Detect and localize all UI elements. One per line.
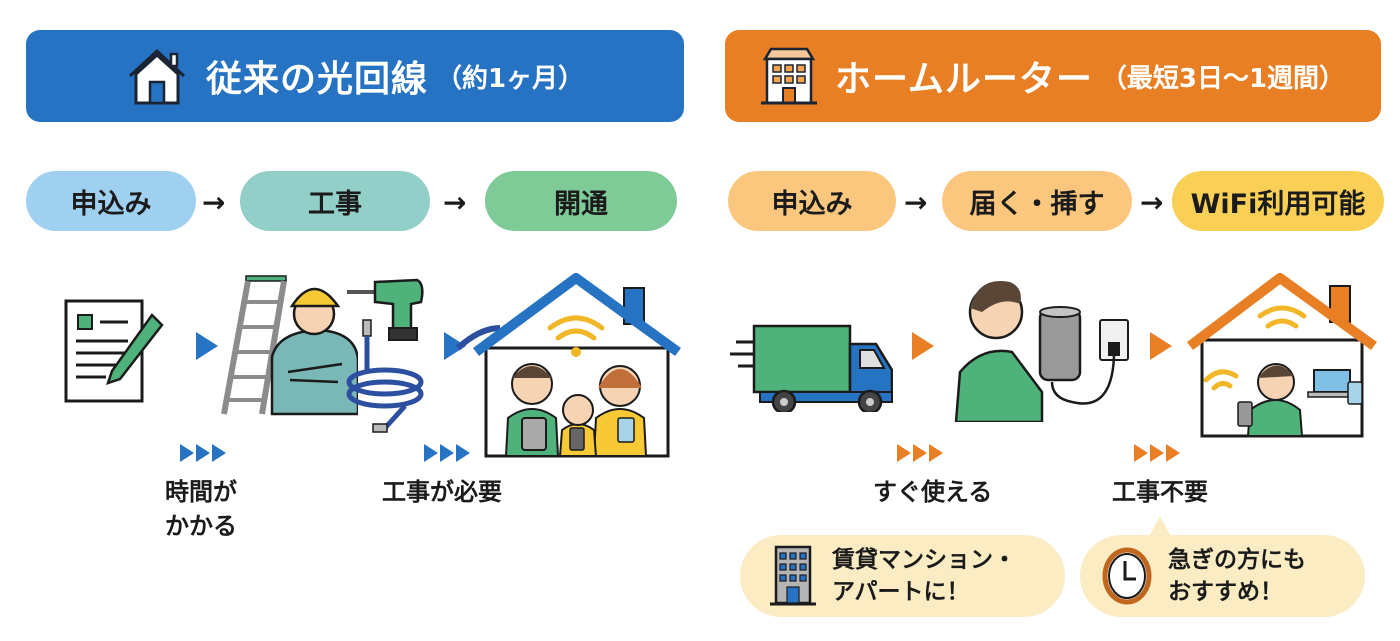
callout-text: 急ぎの方にも おすすめ！ bbox=[1168, 547, 1306, 605]
flow-arrow-icon bbox=[196, 332, 218, 360]
drill-and-cable-icon bbox=[346, 278, 424, 433]
family-house-wifi-icon bbox=[455, 273, 681, 458]
note-use-immediately: すぐ使える bbox=[873, 478, 993, 506]
callout-pointer bbox=[1148, 516, 1172, 538]
home-router-header: ホームルーター （最短3日〜1週間） bbox=[725, 30, 1381, 122]
flow-arrow-icon bbox=[912, 332, 934, 360]
triple-chevron-icon bbox=[180, 444, 226, 462]
header-subtitle: （約1ヶ月） bbox=[435, 63, 585, 94]
step-arrow: → bbox=[904, 186, 928, 219]
person-plugging-router-icon bbox=[954, 281, 1129, 422]
header-title: ホームルーター bbox=[834, 59, 1093, 100]
step-arrow: → bbox=[443, 186, 467, 219]
traditional-fiber-header: 従来の光回線 （約1ヶ月） bbox=[26, 30, 684, 122]
triple-chevron-icon bbox=[1134, 444, 1180, 462]
note-construction-required: 工事が必要 bbox=[382, 478, 502, 506]
step-pill-wifi-available: WiFi利用可能 bbox=[1172, 171, 1384, 231]
note-no-construction: 工事不要 bbox=[1112, 478, 1208, 506]
flow-arrow-icon bbox=[444, 332, 466, 360]
header-subtitle: （最短3日〜1週間） bbox=[1100, 63, 1346, 94]
note-takes-time: 時間が かかる bbox=[165, 478, 237, 540]
callout-text: 賃貸マンション・ アパートに！ bbox=[832, 547, 1016, 605]
triple-chevron-icon bbox=[897, 444, 943, 462]
step-pill-activation: 開通 bbox=[485, 171, 677, 231]
step-pill-construction: 工事 bbox=[240, 171, 430, 231]
step-arrow: → bbox=[202, 186, 226, 219]
building-icon bbox=[760, 47, 817, 105]
house-icon bbox=[128, 48, 185, 105]
application-form-icon bbox=[64, 299, 164, 403]
step-arrow: → bbox=[1140, 186, 1164, 219]
triple-chevron-icon bbox=[424, 444, 470, 462]
step-pill-apply: 申込み bbox=[26, 171, 196, 231]
flow-arrow-icon bbox=[1150, 332, 1172, 360]
callout-rental-apartment: 賃貸マンション・ アパートに！ bbox=[740, 535, 1065, 617]
apartment-building-icon bbox=[770, 545, 816, 606]
callout-urgent: 急ぎの方にも おすすめ！ bbox=[1080, 535, 1365, 617]
worker-with-ladder-icon bbox=[221, 275, 358, 416]
step-pill-apply: 申込み bbox=[728, 171, 896, 231]
clock-icon bbox=[1102, 547, 1152, 605]
house-wifi-devices-icon bbox=[1186, 273, 1377, 438]
header-title: 従来の光回線 bbox=[205, 59, 428, 100]
step-pill-deliver-plug: 届く・挿す bbox=[942, 171, 1132, 231]
delivery-truck-icon bbox=[730, 324, 893, 412]
